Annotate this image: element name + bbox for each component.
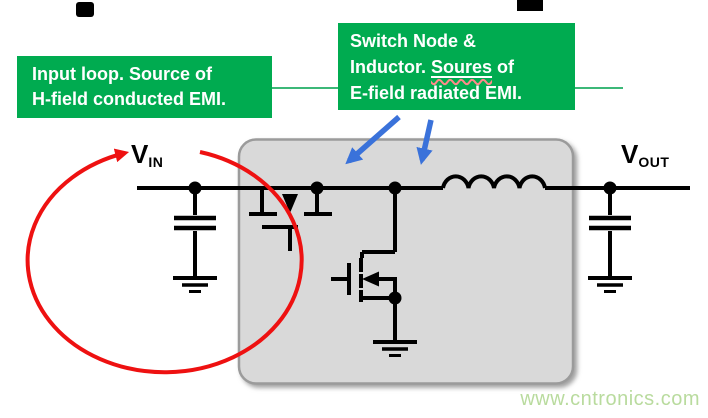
switch-node-wire bbox=[360, 188, 397, 258]
arrow-to-inductor-icon bbox=[416, 119, 434, 165]
vout-symbol: V bbox=[621, 139, 639, 169]
callout-text-line: H-field conducted EMI. bbox=[32, 89, 227, 109]
callout-input-loop: Input loop. Source of H-field conducted … bbox=[17, 56, 272, 118]
pointer-arrows bbox=[345, 114, 434, 165]
spellcheck-squiggle: Soures bbox=[431, 56, 493, 77]
body-arrow-icon bbox=[282, 194, 298, 213]
vin-label: VIN bbox=[131, 139, 163, 170]
callout-text-line: Inductor. Soures of bbox=[350, 54, 575, 80]
ground-icon bbox=[173, 276, 217, 293]
callout-text-line: Input loop. Source of bbox=[32, 64, 212, 84]
converter-ic-box bbox=[237, 138, 575, 385]
callout-text-segment: Inductor. bbox=[350, 56, 431, 77]
vout-subscript: OUT bbox=[638, 154, 670, 170]
vout-label: VOUT bbox=[621, 139, 669, 170]
ground-icon bbox=[373, 340, 417, 357]
body-arrow-icon bbox=[362, 271, 379, 287]
underlined-word: Soures bbox=[431, 57, 492, 77]
cropped-artifact-icon bbox=[76, 2, 94, 17]
output-capacitor bbox=[588, 188, 632, 293]
ground-icon bbox=[588, 276, 632, 293]
vin-symbol: V bbox=[131, 139, 149, 169]
vin-subscript: IN bbox=[148, 154, 164, 170]
cropped-artifact-icon bbox=[517, 0, 543, 11]
callout-connector-line bbox=[575, 87, 623, 89]
callout-switch-node: Switch Node & Inductor. Soures of E-fiel… bbox=[338, 23, 575, 110]
capacitor-plates-icon bbox=[174, 215, 216, 231]
callout-text-line: E-field radiated EMI. bbox=[350, 82, 523, 103]
input-loop-ellipse-icon bbox=[25, 148, 304, 375]
capacitor-plates-icon bbox=[589, 215, 631, 231]
callout-text-segment: of bbox=[492, 56, 515, 77]
callout-connector-line bbox=[272, 87, 338, 89]
input-capacitor bbox=[173, 188, 217, 293]
inductor-icon bbox=[441, 174, 547, 189]
junction-dots bbox=[188, 181, 617, 305]
watermark: www.cntronics.com bbox=[520, 388, 700, 410]
callout-text-line: Switch Node & bbox=[350, 30, 477, 51]
arrow-to-switch-node-icon bbox=[345, 114, 401, 165]
